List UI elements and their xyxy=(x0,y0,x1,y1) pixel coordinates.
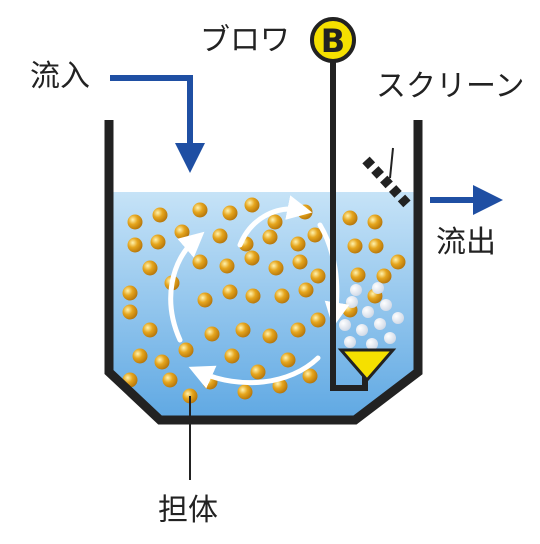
carrier-pellet xyxy=(197,292,213,308)
air-bubble xyxy=(372,282,384,294)
carrier-pellet xyxy=(192,254,208,270)
carrier-label: 担体 xyxy=(158,493,218,528)
carrier-pellet xyxy=(274,288,290,304)
carrier-pellet xyxy=(310,268,326,284)
carrier-pellet xyxy=(310,312,326,328)
carrier-pellet xyxy=(250,364,266,380)
carrier-pellet xyxy=(302,368,318,384)
inflow-label: 流入 xyxy=(30,59,90,94)
carrier-pellet xyxy=(212,228,228,244)
blower-label: ブロワ xyxy=(200,23,290,58)
carrier-pellet xyxy=(235,322,251,338)
carrier-pellet xyxy=(222,205,238,221)
air-bubble xyxy=(344,336,356,348)
carrier-pellet xyxy=(192,202,208,218)
carrier-pellet xyxy=(368,238,384,254)
circulation-arrow-left xyxy=(168,231,205,343)
blower-circle xyxy=(310,17,356,63)
carrier-pellet xyxy=(154,354,170,370)
carrier-pellet xyxy=(127,237,143,253)
carrier-pellet xyxy=(376,268,392,284)
carrier-pellet xyxy=(390,254,406,270)
air-bubble xyxy=(339,319,351,331)
carrier-pellet xyxy=(127,214,143,230)
air-bubble xyxy=(374,318,386,330)
air-bubble xyxy=(350,284,362,296)
screen-label: スクリーン xyxy=(376,69,525,104)
air-bubble xyxy=(356,324,368,336)
screen xyxy=(362,147,412,209)
carrier-pellet xyxy=(142,322,158,338)
carrier-pellet xyxy=(150,234,166,250)
carrier-pellet xyxy=(268,260,284,276)
carrier-pellet xyxy=(245,288,261,304)
screen-pointer xyxy=(389,147,394,179)
carrier-pellet xyxy=(204,326,220,342)
carrier-pellet xyxy=(342,210,358,226)
carrier-pellet xyxy=(307,227,323,243)
diffuser xyxy=(337,348,397,383)
carrier-pellet xyxy=(367,214,383,230)
carrier-pellet xyxy=(262,229,278,245)
carrier-pellet xyxy=(142,260,158,276)
carrier-pellet xyxy=(174,224,190,240)
carrier-pellet xyxy=(178,342,194,358)
carrier-pellet xyxy=(298,282,314,298)
carrier-pellet xyxy=(350,267,366,283)
air-bubble xyxy=(380,299,392,311)
blower-symbol: B xyxy=(321,22,345,60)
carrier-pellet xyxy=(292,254,308,270)
carrier-pellet xyxy=(237,384,253,400)
carrier-pellet xyxy=(244,197,260,213)
carrier-pellet xyxy=(280,352,296,368)
carrier-pellet xyxy=(132,348,148,364)
air-bubbles xyxy=(339,282,404,350)
tank-wall xyxy=(104,120,423,425)
carrier-pellet xyxy=(267,214,283,230)
carrier-pellet xyxy=(162,372,178,388)
carrier-pellet xyxy=(122,304,138,320)
carrier-pellet xyxy=(122,285,138,301)
air-bubble xyxy=(392,312,404,324)
carrier-pellet xyxy=(290,322,306,338)
air-bubble xyxy=(366,338,378,350)
carrier-pellet xyxy=(290,236,306,252)
air-bubble xyxy=(384,332,396,344)
inflow-arrow xyxy=(110,75,205,173)
air-bubble xyxy=(346,296,358,308)
carrier-pellet xyxy=(262,328,278,344)
carrier-pellet xyxy=(152,207,168,223)
carrier-pellet xyxy=(222,284,238,300)
carrier-pellet xyxy=(347,238,363,254)
carrier-pellet xyxy=(219,258,235,274)
circulation-arrow-top xyxy=(237,195,313,248)
carrier-pellet xyxy=(244,250,260,266)
circulation-arrow-bottom xyxy=(188,355,321,389)
outflow-label: 流出 xyxy=(436,225,496,260)
air-bubble xyxy=(362,306,374,318)
carrier-pellet xyxy=(224,348,240,364)
